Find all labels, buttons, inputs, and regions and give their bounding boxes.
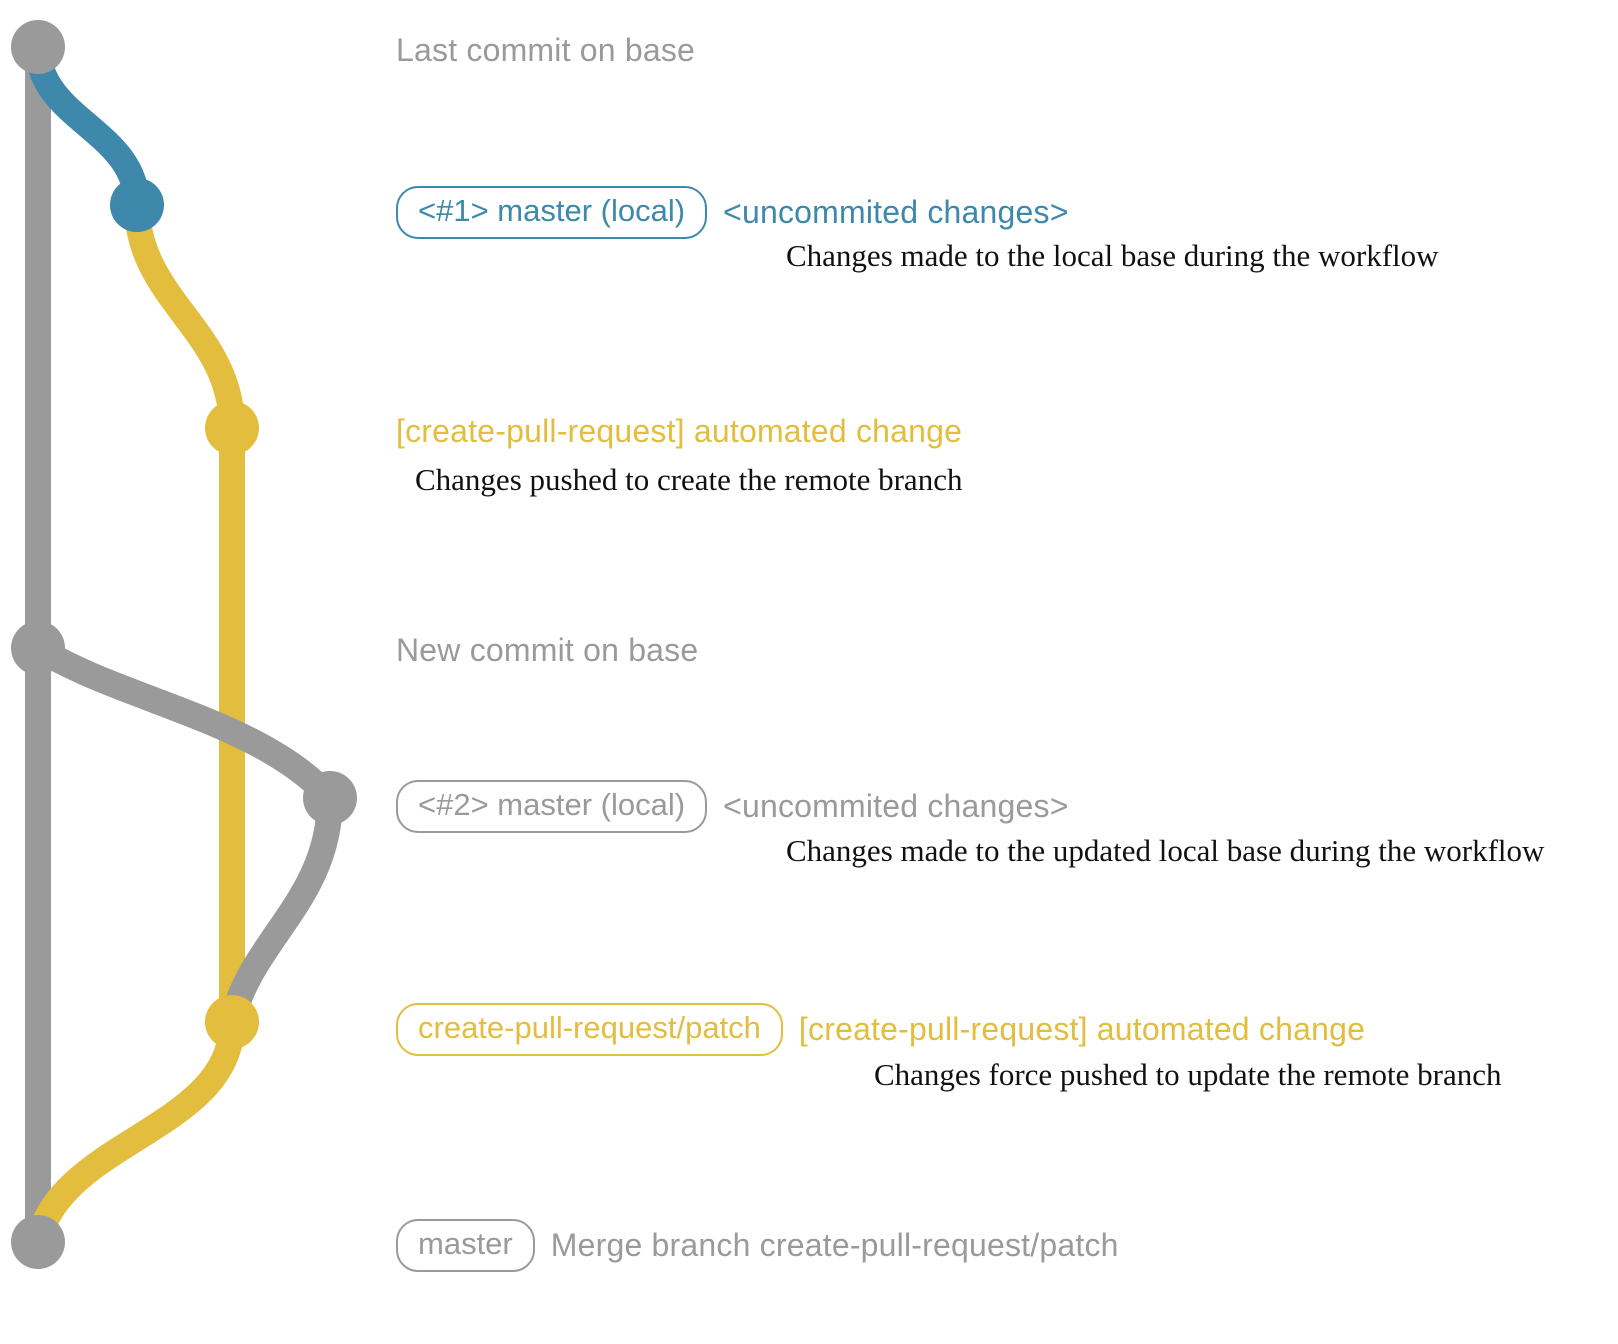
commit-node-base-2[interactable] [11, 621, 65, 675]
commit-node-merge[interactable] [11, 1215, 65, 1269]
ref-row-local-2: <#2> master (local) <uncommited changes> [396, 780, 1069, 833]
ref-title-remote-2: [create-pull-request] automated change [798, 1010, 1366, 1047]
description-remote-2: Changes force pushed to update the remot… [874, 1057, 1502, 1092]
badge-merge[interactable]: master [396, 1219, 535, 1272]
badge-local-2[interactable]: <#2> master (local) [396, 780, 708, 833]
commit-node-base-1[interactable] [11, 20, 65, 74]
ref-title-local-2: <uncommited changes> [723, 787, 1069, 824]
ref-row-remote-2: create-pull-request/patch [create-pull-r… [396, 1003, 1365, 1056]
description-local-1: Changes made to the local base during th… [786, 238, 1439, 273]
edge-remote2-to-merge [25, 1009, 245, 1255]
caption-last-commit-on-base: Last commit on base [396, 32, 696, 68]
commit-node-local-1[interactable] [110, 178, 164, 232]
caption-new-commit-on-base: New commit on base [396, 632, 699, 668]
badge-local-1[interactable]: <#1> master (local) [396, 186, 708, 239]
ref-title-local-1: <uncommited changes> [723, 193, 1069, 230]
commit-node-local-2[interactable] [303, 771, 357, 825]
commit-node-remote-2[interactable] [205, 995, 259, 1049]
description-local-2: Changes made to the updated local base d… [786, 833, 1545, 868]
ref-row-remote-1: [create-pull-request] automated change [396, 413, 962, 450]
description-remote-1: Changes pushed to create the remote bran… [415, 462, 963, 497]
edge-local1-to-remote1 [124, 192, 245, 441]
ref-row-local-1: <#1> master (local) <uncommited changes> [396, 186, 1069, 239]
edge-base1-to-local1 [25, 34, 150, 218]
edge-local2-to-remote2 [219, 785, 343, 1035]
ref-title-merge: Merge branch create-pull-request/patch [550, 1226, 1119, 1263]
commit-node-remote-1[interactable] [205, 401, 259, 455]
ref-title-remote-1: [create-pull-request] automated change [396, 413, 963, 449]
badge-remote-2[interactable]: create-pull-request/patch [396, 1003, 783, 1056]
edge-base2-to-local2 [25, 635, 343, 811]
ref-row-merge: master Merge branch create-pull-request/… [396, 1219, 1119, 1272]
